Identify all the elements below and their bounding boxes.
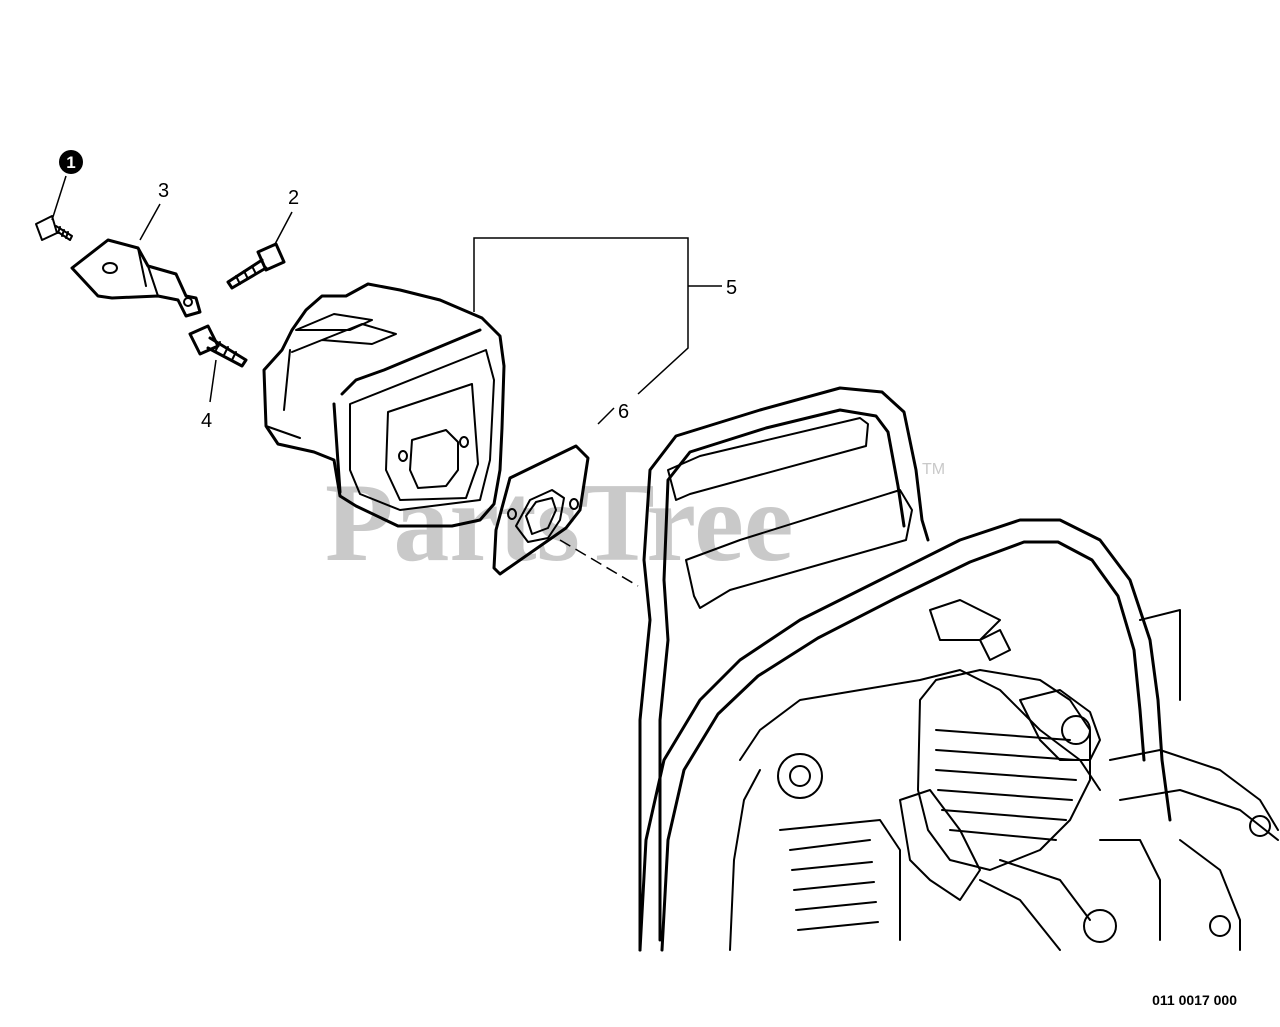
small-screw-part[interactable]	[35, 215, 73, 241]
callout-1-badge[interactable]: 1	[59, 150, 83, 174]
callout-3-label[interactable]: 3	[158, 180, 169, 202]
chainsaw-body	[638, 386, 1279, 952]
callout-4-label[interactable]: 4	[201, 410, 212, 432]
callout-2-label[interactable]: 2	[288, 187, 299, 209]
callout-5-label[interactable]: 5	[726, 277, 737, 299]
callout-1-label: 1	[66, 153, 75, 172]
watermark: PartsTree TM	[325, 461, 945, 585]
drawing-code: 011 0017 000	[1152, 992, 1237, 1008]
leader-line-1	[51, 175, 67, 221]
callout-6-label[interactable]: 6	[618, 401, 629, 423]
leader-line-6	[597, 407, 615, 425]
muffler-part[interactable]	[262, 282, 506, 528]
leader-line-3	[139, 203, 161, 241]
long-screw-lower-part[interactable]	[188, 324, 248, 368]
leader-line-2	[273, 211, 293, 247]
leader-line-4	[209, 359, 217, 403]
muffler-bracket-part[interactable]	[70, 238, 202, 318]
muffler-gasket-part[interactable]	[492, 444, 590, 576]
alignment-dash-line	[559, 539, 639, 587]
long-screw-upper-part[interactable]	[226, 242, 286, 290]
assembly-bracket-5	[473, 237, 722, 395]
watermark-trademark: TM	[922, 461, 945, 478]
watermark-text: PartsTree	[325, 461, 794, 585]
